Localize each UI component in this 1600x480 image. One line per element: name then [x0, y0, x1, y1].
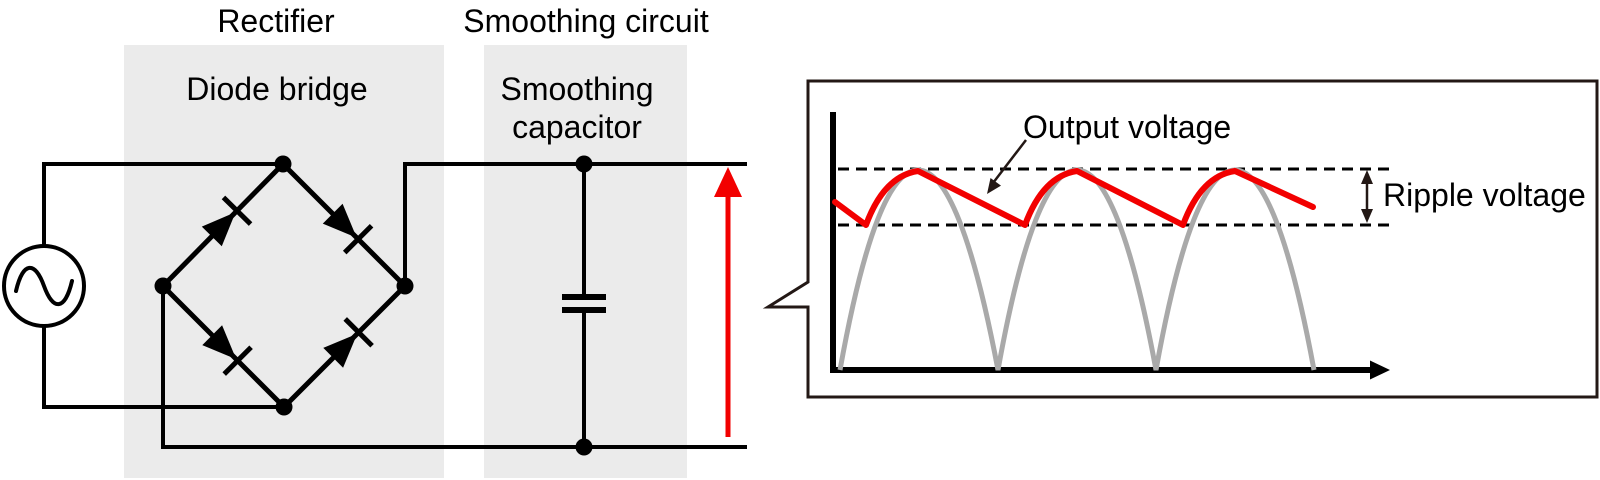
diode-icon — [322, 203, 374, 255]
x-axis-arrowhead — [1370, 360, 1390, 380]
diode-icon — [201, 195, 253, 247]
smoothing-capacitor-line2: capacitor — [512, 109, 642, 145]
junction-node — [274, 155, 292, 173]
diode-icon — [323, 317, 374, 368]
diode-bridge-label: Diode bridge — [186, 71, 368, 107]
waveform-graph — [830, 112, 1390, 380]
junction-node — [275, 398, 293, 416]
output-voltage-label: Output voltage — [1023, 109, 1232, 145]
smoothing-circuit-title: Smoothing circuit — [463, 3, 709, 39]
ripple-voltage-label: Ripple voltage — [1383, 177, 1586, 213]
junction-node — [396, 277, 414, 295]
junction-node — [154, 277, 172, 295]
circuit-wires — [42, 162, 747, 449]
junction-node — [575, 438, 593, 456]
smoothing-capacitor-label: Smoothing capacitor — [501, 70, 654, 146]
junction-node — [575, 155, 593, 173]
ripple-span-arrow — [1361, 170, 1373, 223]
capacitor-icon — [562, 155, 606, 456]
output-voltage-arrow — [714, 167, 742, 437]
output-label-arrow — [987, 139, 1027, 194]
rectifier-title: Rectifier — [217, 3, 335, 39]
callout-bubble — [762, 79, 1599, 399]
ac-source-icon — [2, 244, 86, 328]
smoothing-capacitor-line1: Smoothing — [500, 71, 654, 107]
diode-icon — [202, 325, 253, 376]
output-wave — [832, 168, 1316, 228]
diode-bridge — [154, 155, 414, 416]
